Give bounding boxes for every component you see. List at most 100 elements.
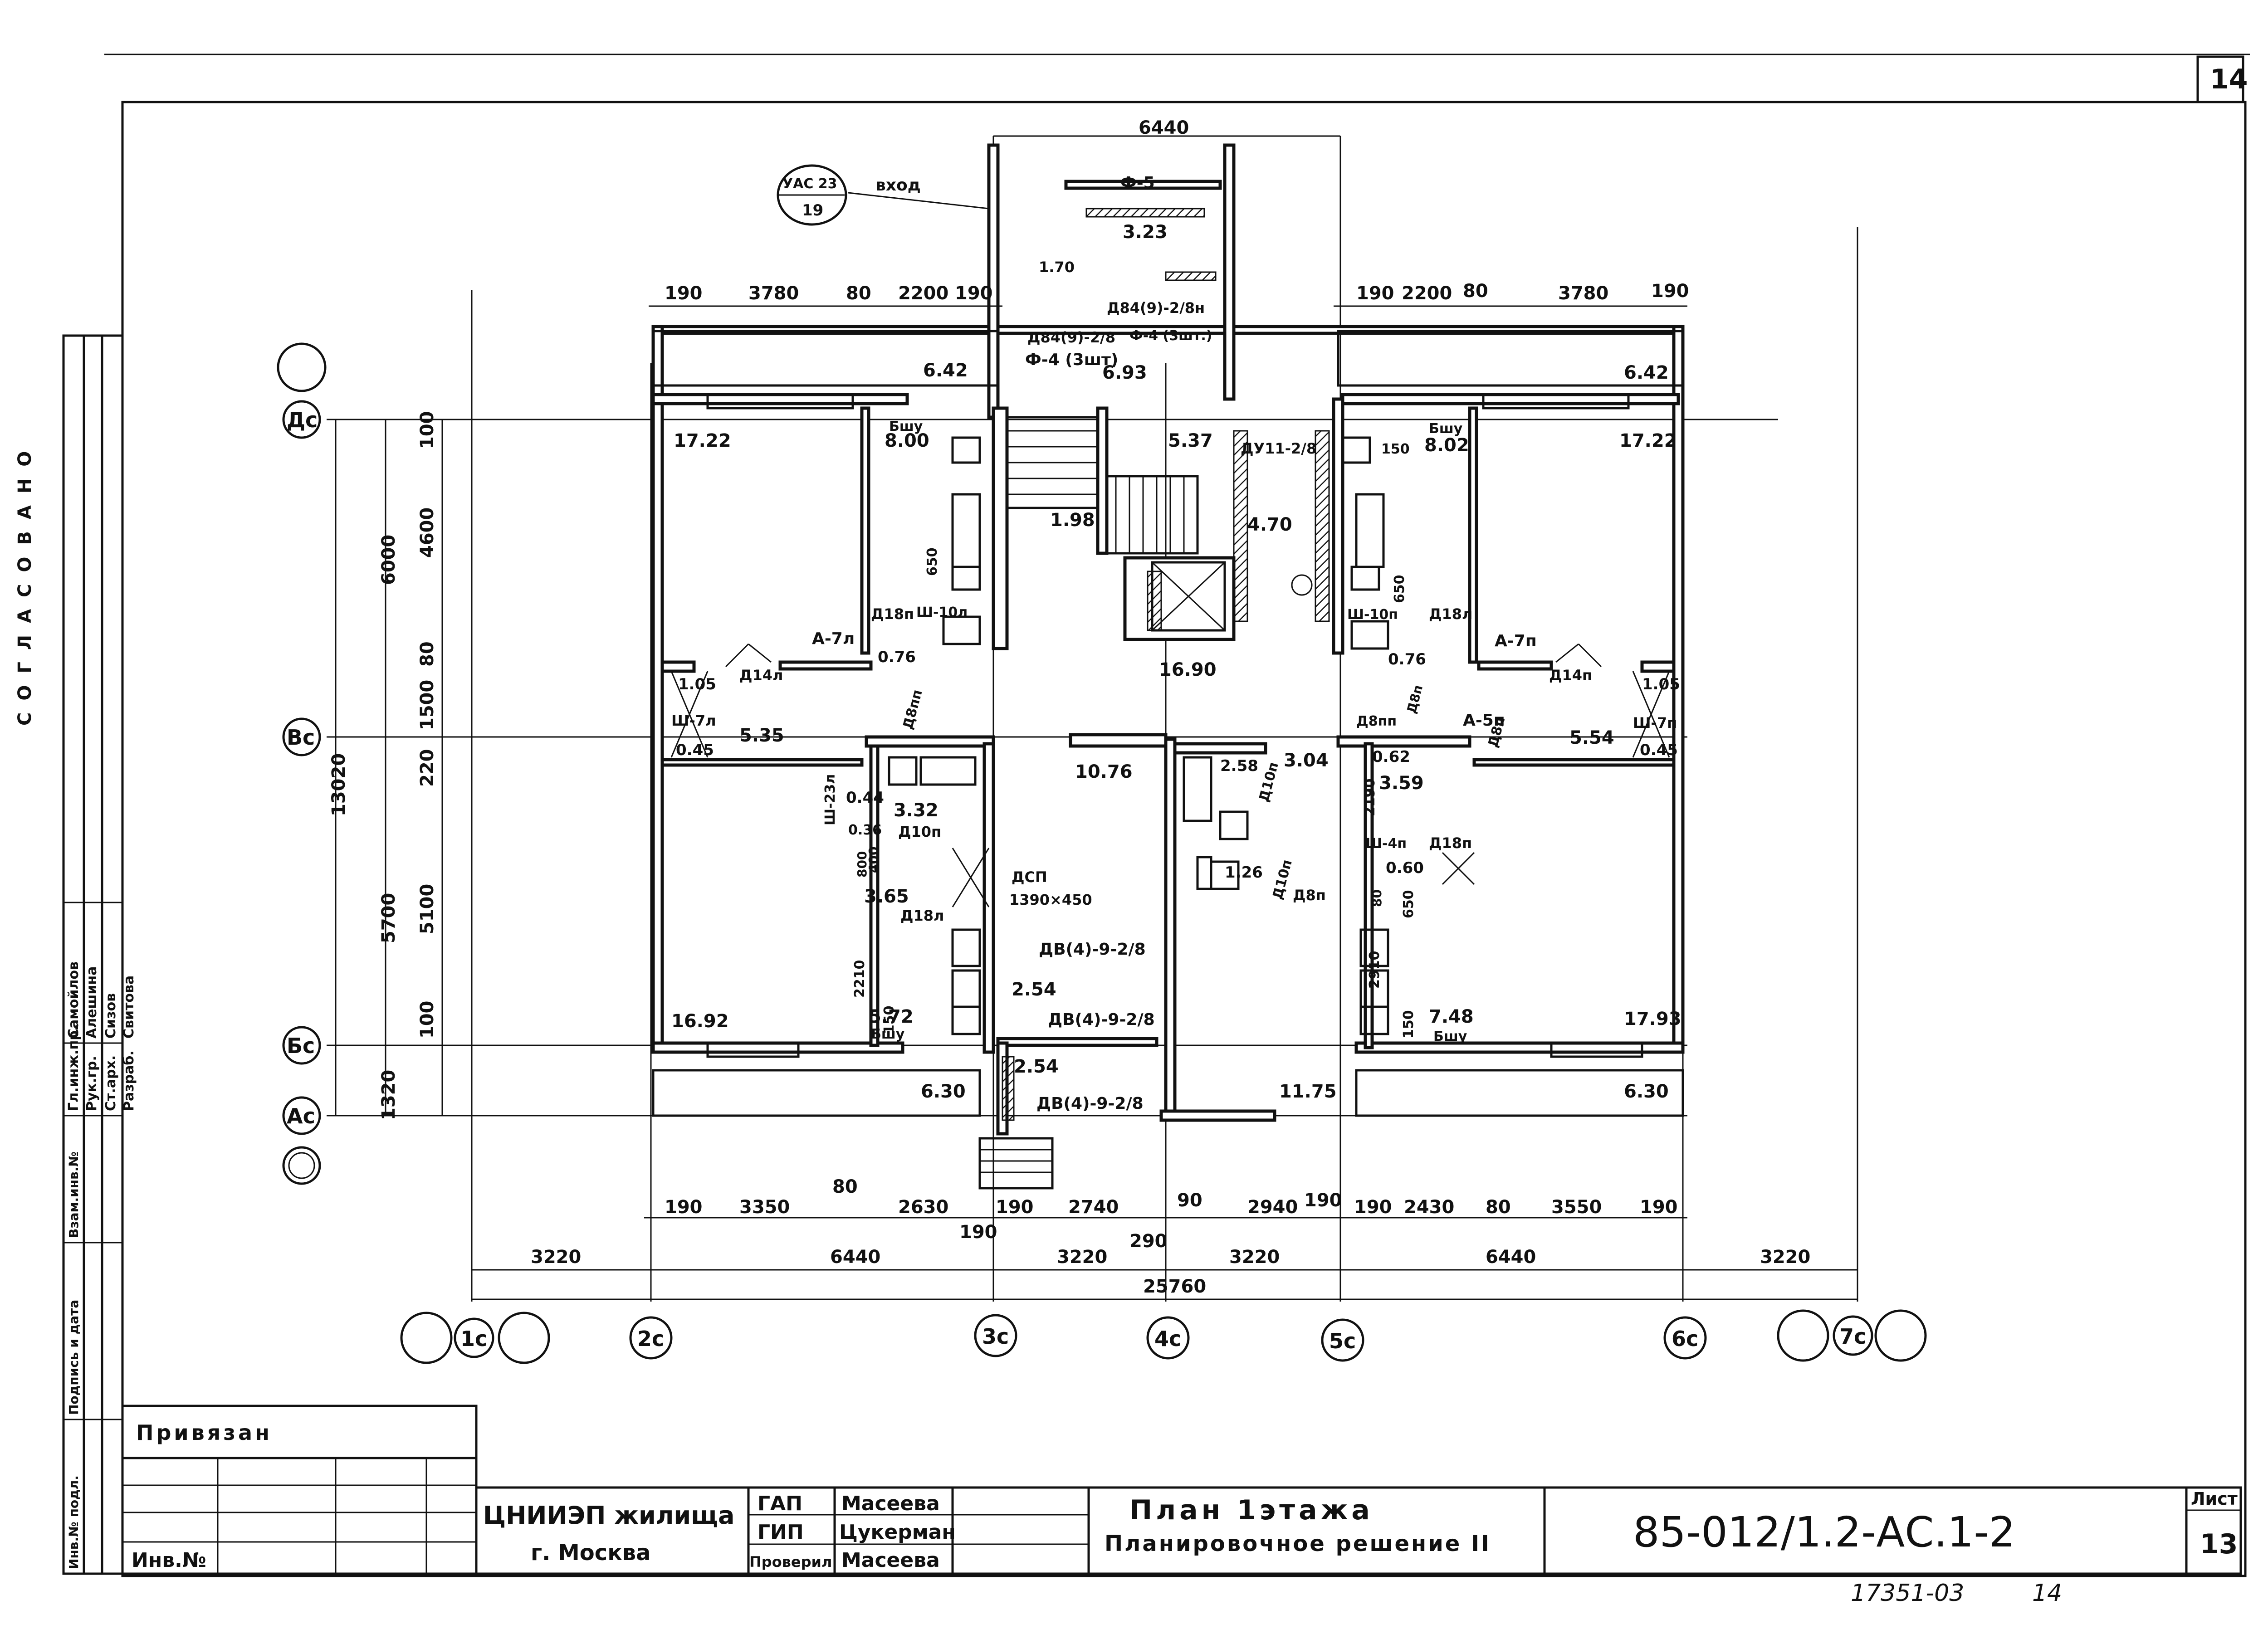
top-sheet-number: 14 [2210, 63, 2248, 95]
dim-left-inner-2: 80 [417, 641, 438, 667]
axis-col-4: 4с [1154, 1327, 1181, 1351]
room-areas: 3.23 6.93 6.42 6.42 17.22 8.00 17.22 8.0… [671, 222, 1681, 1102]
mark-d650c: 650 [1401, 890, 1417, 918]
area-kitchen-bottom-right: 7.48 [1429, 1006, 1474, 1027]
drawing-title-2: Планировочное решение II [1105, 1531, 1491, 1556]
area-corridor-top-center: 1.98 [1050, 510, 1095, 531]
bottom-note: 17351-03 [1851, 1580, 1964, 1607]
mark-dv49b: ДВ(4)-9-2/8 [1048, 1010, 1155, 1029]
drawing-code: 85-012/1.2-АС.1-2 [1633, 1508, 2015, 1556]
axis-col-6: 6с [1672, 1327, 1698, 1351]
axis-col-2: 2с [637, 1327, 664, 1351]
area-storage-left-a: 0.44 [846, 789, 884, 807]
dim-bottom2-3: 3220 [1229, 1247, 1280, 1268]
mark-du11: ДУ11-2/8 [1241, 440, 1316, 457]
role-gip: ГИП [758, 1521, 804, 1544]
area-kitchen-bottom-left: 5.72 [869, 1006, 914, 1027]
label-vzam-inv: Взам.инв.№ [66, 1151, 81, 1238]
area-storage-right: 0.62 [1372, 748, 1410, 766]
mark-d14l: Д14л [739, 667, 783, 684]
mark-bshu-right: Бшу [1429, 421, 1463, 437]
dim-bottom2-5: 3220 [1760, 1247, 1810, 1268]
attached-label: Привязан [136, 1420, 272, 1445]
inv-label: Инв.№ [132, 1549, 206, 1572]
dim-left-inner-3: 1500 [417, 680, 438, 730]
mark-f4b: Ф-4 (3шт.) [1129, 328, 1212, 344]
stamp: УАС 23 19 вход [777, 164, 989, 226]
dim-bottom-12: 3550 [1551, 1197, 1602, 1218]
dim-bottom-11: 80 [1486, 1197, 1511, 1218]
dim-top-left-3: 2200 [898, 283, 948, 304]
dim-bottom-3: 2630 [898, 1197, 948, 1218]
area-hall-left: 5.35 [739, 725, 784, 746]
stamp-number: 19 [802, 201, 823, 219]
mark-h170: 1.70 [1039, 259, 1075, 276]
dim-bottom-8: 190 [1304, 1190, 1342, 1211]
row-axes: Дс Вс Бс Ас [277, 342, 327, 1185]
area-hall-center: 16.90 [1159, 659, 1217, 680]
dim-bottom2-0: 3220 [531, 1247, 581, 1268]
dim-bottom-total: 25760 [1143, 1276, 1206, 1297]
dim-top-left-1: 3780 [748, 283, 799, 304]
mark-sh7p: Ш-7п [1633, 714, 1677, 732]
area-closet-right-b: 0.45 [1640, 741, 1678, 759]
area-closet-left-b: 0.45 [676, 741, 714, 759]
mark-d10p: Д10п [898, 823, 941, 840]
area-living-top-right: 17.22 [1619, 430, 1677, 451]
area-balcony-bottom-right: 6.30 [1624, 1081, 1669, 1102]
area-storage-left-b: 0.36 [848, 822, 882, 838]
dim-left-inner-5: 5100 [417, 884, 438, 934]
area-wc-right: 0.76 [1388, 650, 1426, 668]
door-swings [670, 643, 1670, 907]
mark-dsp-size: 1390×450 [1009, 891, 1092, 908]
area-balcony-top-left: 6.42 [923, 360, 968, 381]
area-storage-center: 1.26 [1225, 863, 1263, 882]
mark-d10p2: Д10п [1256, 761, 1282, 804]
area-hall-mid: 10.76 [1075, 761, 1133, 782]
mark-sh4p: Ш-4п [1365, 836, 1407, 852]
mark-d18p2: Д18п [1429, 834, 1472, 852]
dim-bottom-9: 190 [1354, 1197, 1392, 1218]
axis-row-d: Дс [287, 408, 318, 432]
mark-dsp: ДСП [1012, 868, 1047, 886]
name-senior-architect: Сизов [103, 993, 119, 1039]
mark-d150b: 150 [1401, 1010, 1417, 1039]
area-hall-left-small: 3.65 [864, 886, 909, 907]
area-stair-landing-top: 3.23 [1123, 222, 1168, 243]
dim-bottom-6: 90 [1177, 1190, 1202, 1211]
axis-col-1: 1с [460, 1327, 487, 1351]
dim-stair-top: 6440 [1139, 117, 1189, 138]
mark-d2910: 2910 [1367, 951, 1383, 989]
mark-d18l: Д18л [1429, 605, 1472, 623]
name-developer: Свитова [121, 976, 137, 1039]
org-line-2: г. Москва [531, 1540, 651, 1566]
mark-d10p3: Д10п [1270, 858, 1295, 901]
area-vestibule: 6.93 [1102, 362, 1147, 383]
mark-sh7l: Ш-7л [671, 712, 716, 729]
elevator-shaft [1151, 561, 1313, 632]
mark-d650: 650 [924, 547, 940, 576]
axis-row-v: Вс [287, 725, 315, 750]
mark-d1800: 800 [855, 851, 870, 878]
dim-bottom-1: 3350 [739, 1197, 790, 1218]
bottom-note-page: 14 [2032, 1580, 2062, 1607]
area-bath-right-small: 2.58 [1220, 757, 1258, 775]
mark-d84h: Д84(9)-2/8н [1107, 299, 1205, 317]
mark-bshu-br: Бшу [1433, 1029, 1467, 1044]
mark-sh23l: Ш-23л [822, 774, 838, 825]
axis-row-b: Бс [287, 1034, 315, 1058]
dim-top-right-1: 2200 [1402, 283, 1452, 304]
mark-d18p: Д18п [871, 605, 914, 623]
area-room-bottom-left: 16.92 [671, 1011, 729, 1032]
area-closet-left: 1.05 [678, 675, 716, 693]
mark-a7p: А-7п [1495, 632, 1537, 650]
axis-row-a: Ас [287, 1104, 315, 1128]
area-hall-right: 5.54 [1569, 727, 1614, 748]
dim-bottom-7: 2940 [1247, 1197, 1298, 1218]
dim-bottom-5: 2740 [1068, 1197, 1119, 1218]
dimension-texts: 6440 190 3780 80 2200 190 190 2200 80 37… [328, 117, 1810, 1297]
mark-d400: 400 [866, 847, 881, 873]
area-bath-right: 3.04 [1284, 750, 1329, 771]
mark-d2210: 2210 [852, 960, 868, 998]
area-stair-hall: 5.37 [1168, 430, 1213, 451]
